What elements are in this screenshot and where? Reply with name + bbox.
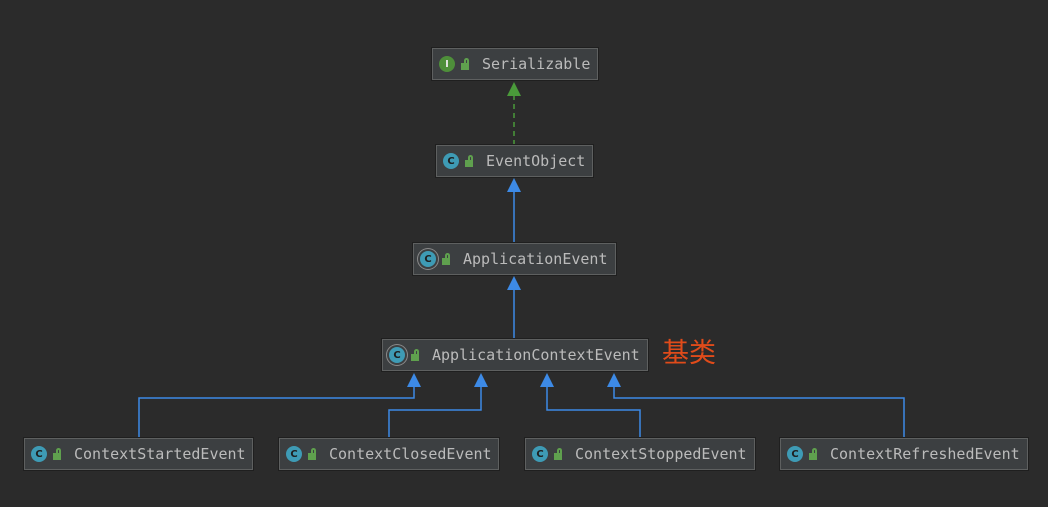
node-label: ContextRefreshedEvent	[830, 445, 1020, 463]
node-label: ContextClosedEvent	[329, 445, 492, 463]
class-icon: C	[787, 446, 803, 462]
base-class-annotation: 基类	[662, 338, 716, 369]
extends-edge-contextclosedevent	[388, 387, 482, 438]
abstract-class-icon: C	[420, 251, 436, 267]
node-label: Serializable	[482, 55, 591, 73]
public-lock-icon	[411, 349, 420, 361]
extends-edge-contextrefreshedevent	[613, 387, 905, 438]
interface-icon: I	[439, 56, 455, 72]
node-contextclosedevent[interactable]: C ContextClosedEvent	[279, 438, 499, 470]
class-icon: C	[532, 446, 548, 462]
node-serializable[interactable]: I Serializable	[432, 48, 598, 80]
public-lock-icon	[465, 155, 474, 167]
public-lock-icon	[809, 448, 818, 460]
public-lock-icon	[308, 448, 317, 460]
extends-edge-contextstartedevent	[138, 387, 415, 438]
extends-arrowhead	[540, 373, 554, 387]
class-icon: C	[31, 446, 47, 462]
node-label: EventObject	[486, 152, 586, 170]
node-label: ApplicationContextEvent	[432, 346, 640, 364]
node-label: ApplicationEvent	[463, 250, 608, 268]
public-lock-icon	[461, 58, 470, 70]
node-label: ContextStartedEvent	[74, 445, 246, 463]
extends-arrowhead	[474, 373, 488, 387]
extends-edge-contextstoppedevent	[546, 387, 641, 438]
public-lock-icon	[442, 253, 451, 265]
class-icon: C	[286, 446, 302, 462]
abstract-class-icon: C	[389, 347, 405, 363]
extends-arrowhead	[607, 373, 621, 387]
node-applicationcontextevent[interactable]: C ApplicationContextEvent	[382, 339, 648, 371]
node-contextstoppedevent[interactable]: C ContextStoppedEvent	[525, 438, 755, 470]
implements-arrowhead	[507, 82, 521, 96]
extends-arrowhead	[507, 276, 521, 290]
node-contextrefreshedevent[interactable]: C ContextRefreshedEvent	[780, 438, 1028, 470]
public-lock-icon	[554, 448, 563, 460]
node-applicationevent[interactable]: C ApplicationEvent	[413, 243, 616, 275]
node-contextstartedevent[interactable]: C ContextStartedEvent	[24, 438, 253, 470]
node-eventobject[interactable]: C EventObject	[436, 145, 593, 177]
class-icon: C	[443, 153, 459, 169]
extends-arrowhead	[407, 373, 421, 387]
node-label: ContextStoppedEvent	[575, 445, 747, 463]
extends-arrowhead	[507, 178, 521, 192]
public-lock-icon	[53, 448, 62, 460]
